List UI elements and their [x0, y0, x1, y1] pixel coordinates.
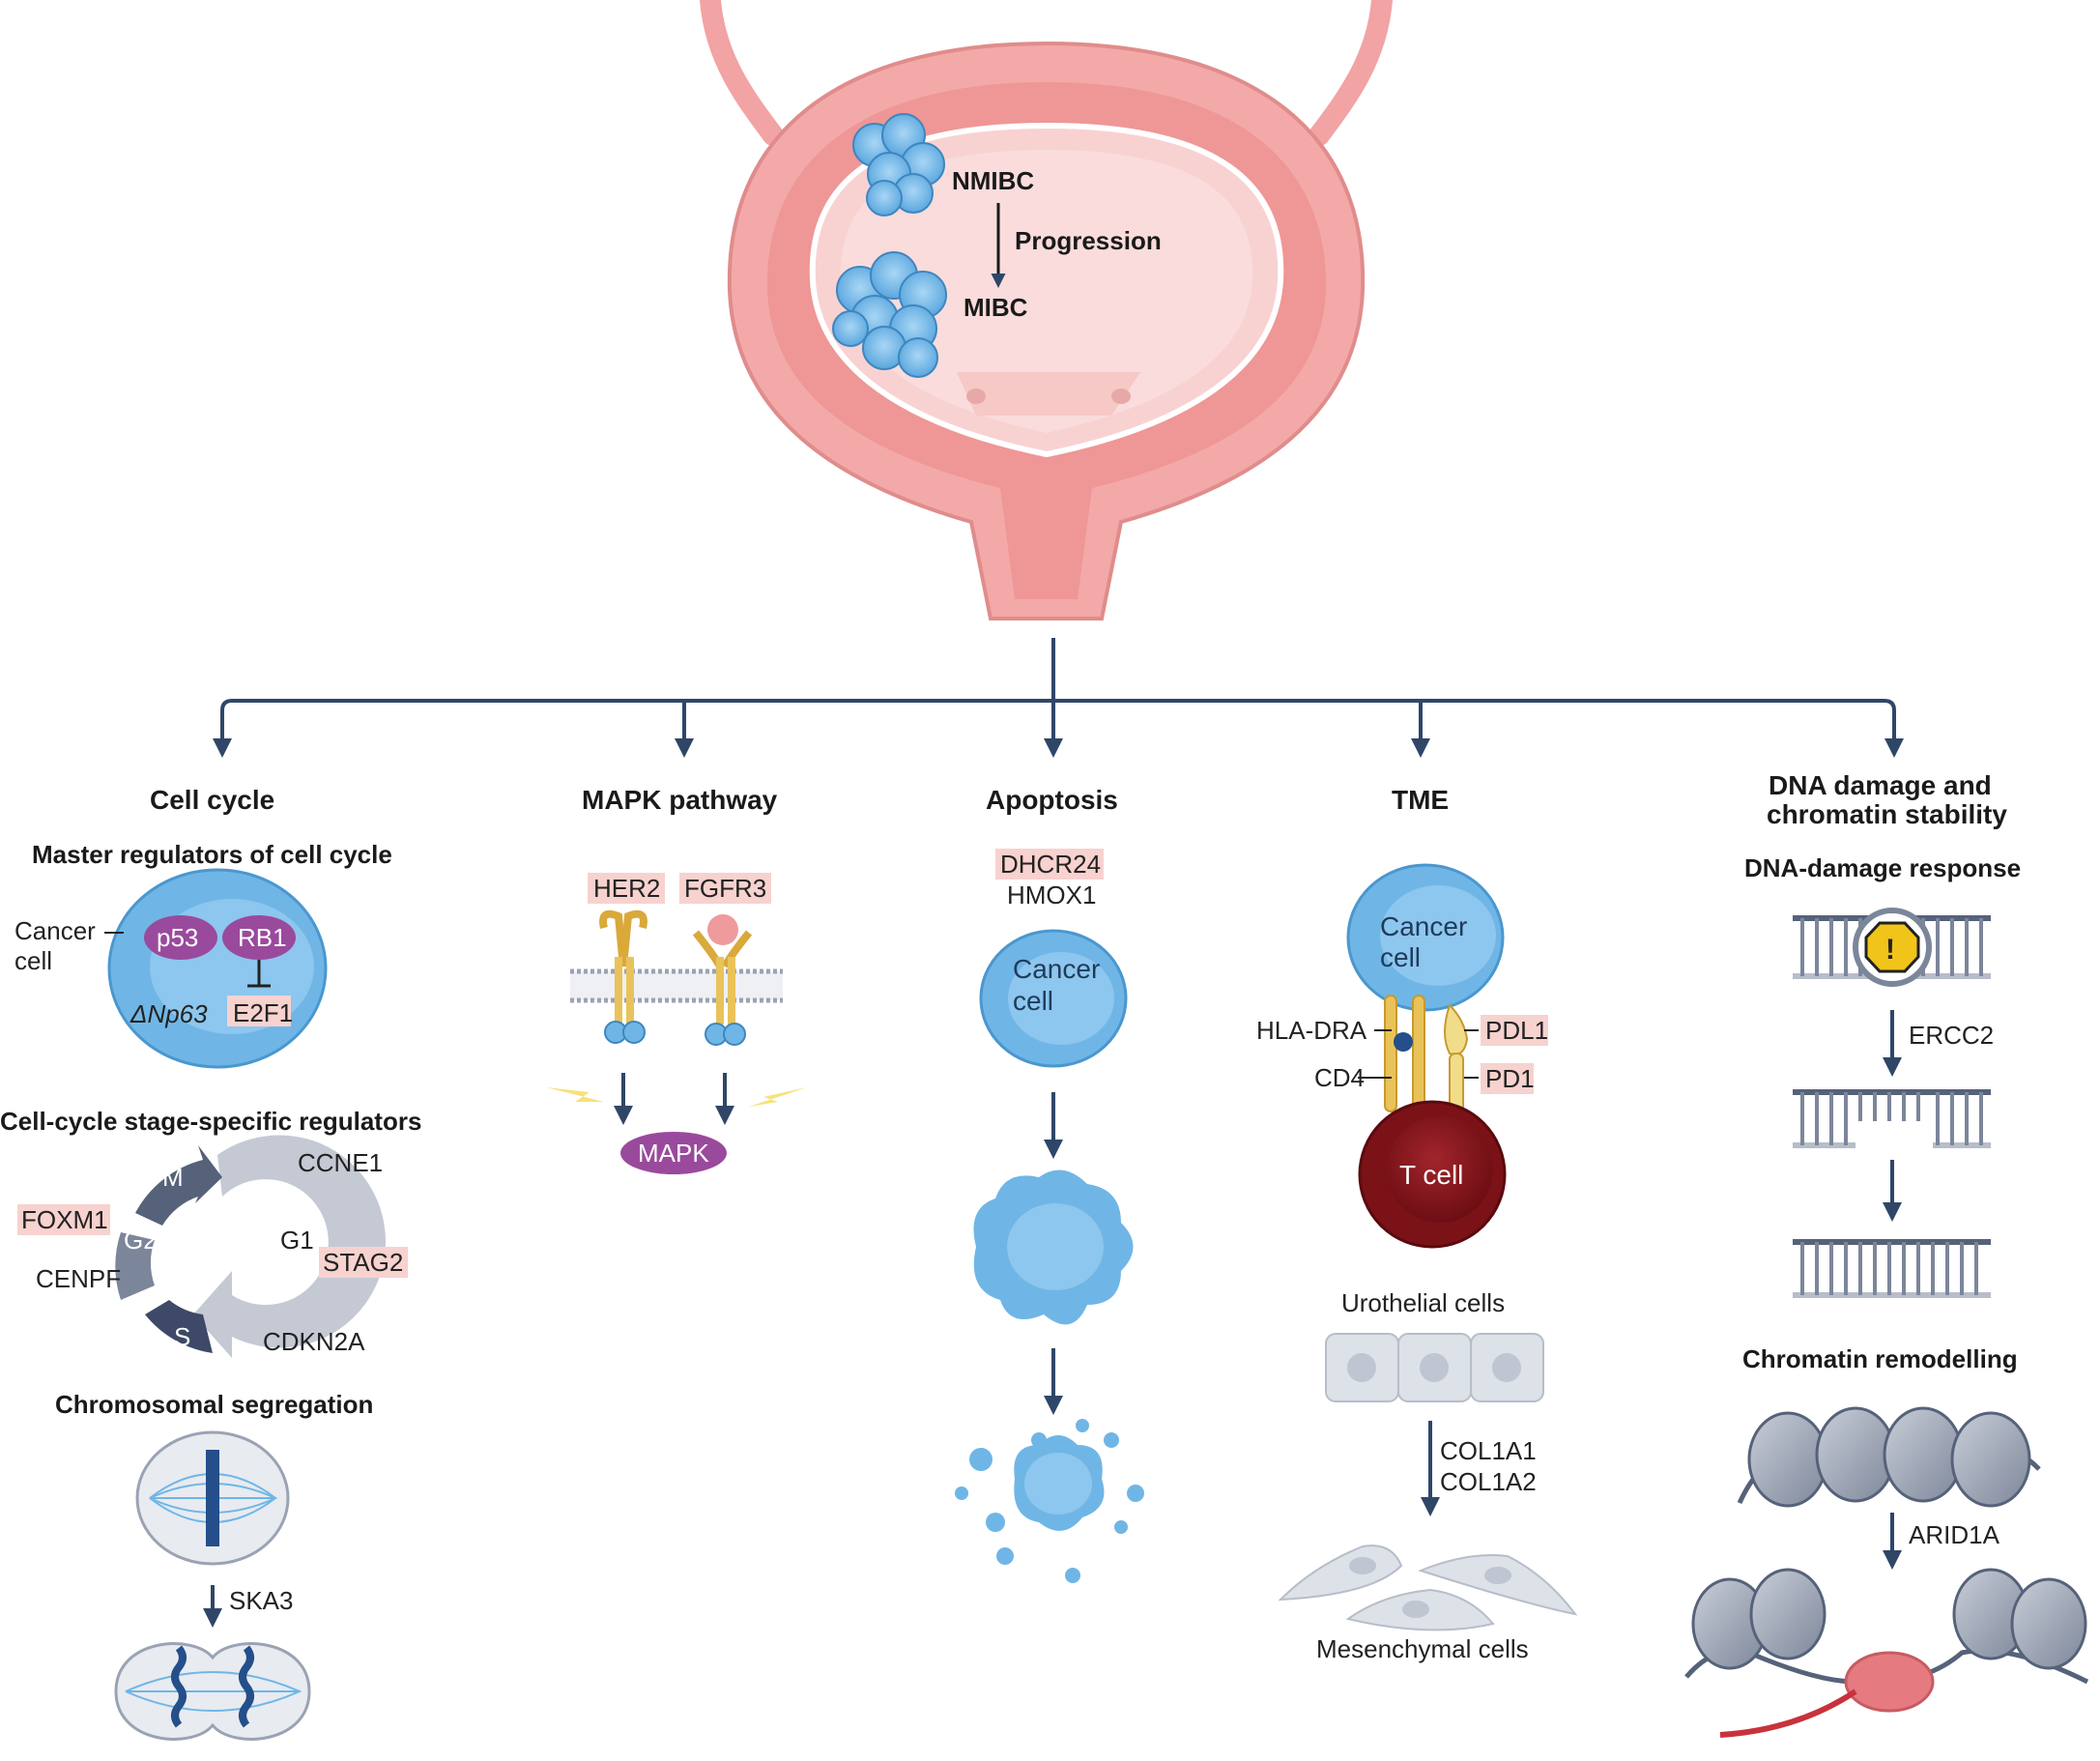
tme-title: TME [1392, 785, 1449, 815]
restored-dna [1793, 1239, 1991, 1298]
chromatin-heading: Chromatin remodelling [1742, 1344, 2018, 1373]
svg-text:!: ! [1885, 934, 1895, 966]
cenpf-label: CENPF [36, 1264, 121, 1293]
her2-receptor [599, 909, 647, 1044]
master-cancer-label-1: Cancer [14, 916, 96, 945]
ddr-heading: DNA-damage response [1744, 853, 2021, 882]
dna-title-line-1: DNA damage and [1769, 770, 1992, 800]
cdkn2a-label: CDKN2A [263, 1327, 365, 1356]
branch-connector [213, 638, 1904, 758]
dhcr24-highlight [995, 849, 1104, 880]
e2f1-label: E2F1 [233, 998, 293, 1027]
dhcr24-label: DHCR24 [1000, 850, 1101, 879]
rb1-label: RB1 [238, 923, 287, 952]
mapk-label: MAPK [638, 1139, 709, 1168]
segregation-heading: Chromosomal segregation [55, 1390, 373, 1419]
phase-m-label: M [162, 1163, 184, 1192]
hmox1-label: HMOX1 [1007, 880, 1096, 909]
urothelial-label: Urothelial cells [1341, 1288, 1505, 1317]
anaphase-cell [114, 1642, 311, 1741]
ccne1-label: CCNE1 [298, 1148, 383, 1177]
master-regulators-heading: Master regulators of cell cycle [32, 840, 392, 869]
p53-label: p53 [157, 923, 198, 952]
her2-label: HER2 [593, 874, 660, 903]
stag2-highlight [319, 1247, 408, 1278]
pdl1-highlight [1481, 1015, 1548, 1046]
compact-chromatin [1737, 1406, 2041, 1508]
signal-bolt-left [546, 1087, 604, 1102]
mesenchymal-cells [1278, 1544, 1578, 1631]
mapk-title: MAPK pathway [582, 785, 778, 815]
her2-highlight [588, 873, 665, 904]
cell-cycle-wheel [115, 1135, 386, 1358]
pd1-highlight [1481, 1063, 1534, 1094]
mibc-tumour [832, 251, 947, 378]
urothelial-cells [1325, 1333, 1544, 1402]
stag2-label: STAG2 [323, 1248, 403, 1277]
phase-s-label: S [174, 1322, 190, 1351]
apoptosis-cancer-label-2: cell [1013, 986, 1053, 1016]
t-cell-label: T cell [1399, 1160, 1463, 1190]
open-chromatin [1684, 1568, 2089, 1738]
pdl1-label: PDL1 [1485, 1016, 1548, 1045]
stage-specific-heading: Cell-cycle stage-specific regulators [0, 1107, 421, 1136]
blebbing-cell [973, 1169, 1134, 1325]
dna-title-line-2: chromatin stability [1767, 799, 2007, 829]
phase-g1-label: G1 [280, 1226, 314, 1255]
cd4-label: CD4 [1314, 1063, 1365, 1092]
metaphase-cell [135, 1430, 290, 1566]
apoptotic-bodies [955, 1419, 1144, 1583]
cell-membrane [570, 968, 783, 1003]
foxm1-highlight [17, 1204, 110, 1235]
t-cell [1358, 1100, 1507, 1249]
pd1-label: PD1 [1485, 1064, 1535, 1093]
bladder-illustration [700, 0, 1393, 621]
nmibc-label: NMIBC [952, 166, 1034, 195]
progression-label: Progression [1015, 226, 1162, 255]
hla-cd4-complex [1384, 995, 1425, 1112]
fgfr3-receptor [692, 914, 753, 1046]
damaged-dna: ! [1793, 908, 1991, 987]
repair-dna [1793, 1089, 1991, 1148]
apoptosis-cancer-cell [979, 929, 1128, 1068]
foxm1-label: FOXM1 [21, 1205, 108, 1234]
signal-bolt-right [749, 1087, 807, 1107]
dnp63-label: ΔNp63 [129, 999, 208, 1028]
mapk-node [620, 1132, 727, 1174]
apoptosis-title: Apoptosis [986, 785, 1118, 815]
arid1a-label: ARID1A [1909, 1520, 2000, 1549]
master-cancer-label-2: cell [14, 946, 52, 975]
tme-cancer-label-2: cell [1380, 942, 1421, 972]
mibc-label: MIBC [964, 293, 1028, 322]
ska3-label: SKA3 [229, 1586, 294, 1615]
mesenchymal-label: Mesenchymal cells [1316, 1634, 1529, 1663]
cell-cycle-title: Cell cycle [150, 785, 274, 815]
fgfr3-highlight [679, 873, 771, 904]
master-cancer-cell [104, 868, 328, 1069]
fgfr3-label: FGFR3 [684, 874, 766, 903]
col1a1-label: COL1A1 [1440, 1436, 1537, 1465]
ercc2-label: ERCC2 [1909, 1021, 1994, 1050]
col1a2-label: COL1A2 [1440, 1467, 1537, 1496]
phase-g2-label: G2 [124, 1226, 158, 1255]
nmibc-tumour [852, 113, 945, 217]
apoptosis-cancer-label-1: Cancer [1013, 954, 1100, 984]
hla-dra-label: HLA-DRA [1256, 1016, 1367, 1045]
pdl1-pd1-complex [1444, 1003, 1469, 1112]
tme-cancer-label-1: Cancer [1380, 911, 1467, 941]
